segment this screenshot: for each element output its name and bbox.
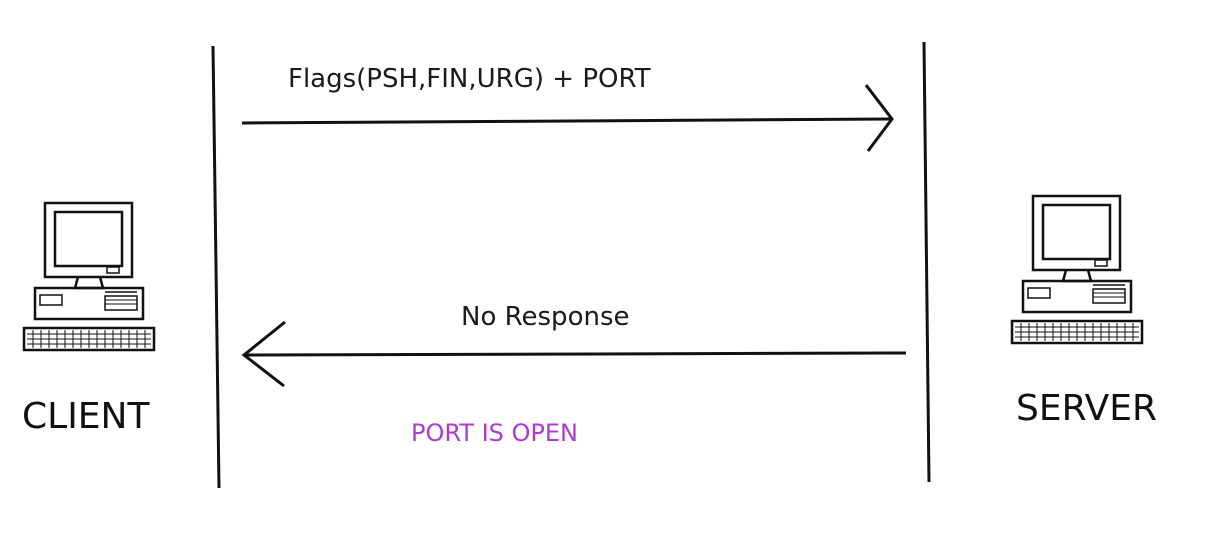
client-label: CLIENT (22, 396, 150, 437)
reply-message-label: No Response (461, 302, 630, 332)
server-lifeline (922, 41, 931, 483)
server-label: SERVER (1016, 388, 1158, 429)
request-message-label: Flags(PSH,FIN,URG) + PORT (288, 64, 651, 94)
client-lifeline (211, 45, 221, 489)
port-status-text: PORT IS OPEN (411, 419, 579, 447)
reply-arrow (241, 320, 907, 388)
request-arrow (241, 84, 894, 152)
client-computer-icon (22, 201, 156, 352)
server-computer-icon (1010, 194, 1144, 345)
